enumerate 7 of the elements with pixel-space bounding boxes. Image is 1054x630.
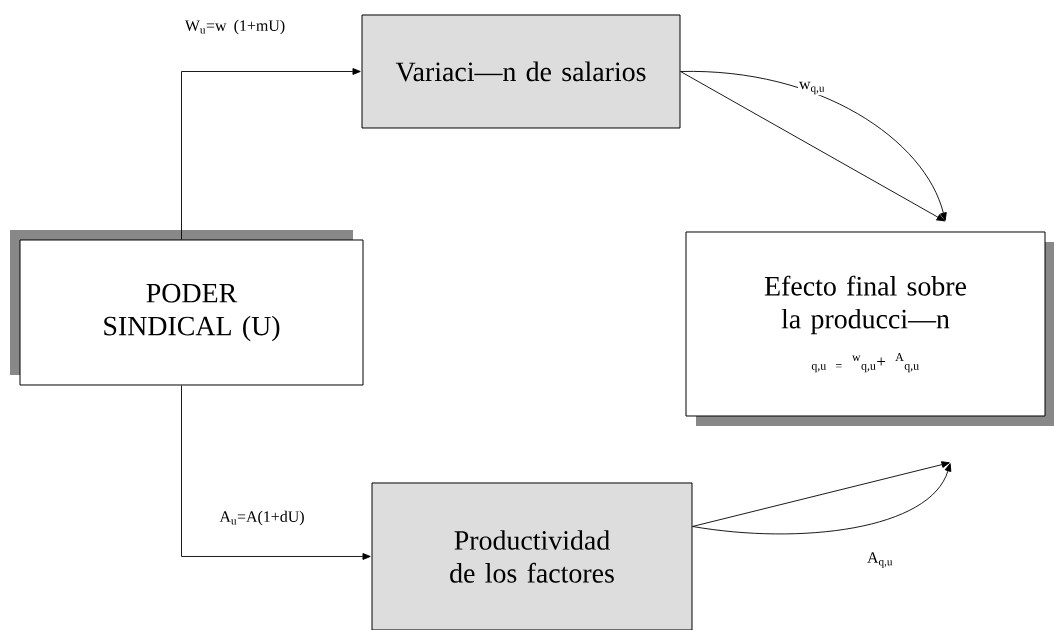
- process-box: Variaci—n de salarios: [361, 14, 681, 129]
- process-box: Productividad de los factores: [371, 482, 693, 630]
- arrow: [181, 68, 361, 240]
- process-box: PODER SINDICAL (U): [10, 230, 364, 386]
- edge-label: A$_{q,u}$: [866, 551, 894, 569]
- process-box: Efecto final sobre la producci—n q,u = w$_{q,u}$+ $^{A}$q,u: [685, 231, 1054, 426]
- arrow: [181, 385, 371, 560]
